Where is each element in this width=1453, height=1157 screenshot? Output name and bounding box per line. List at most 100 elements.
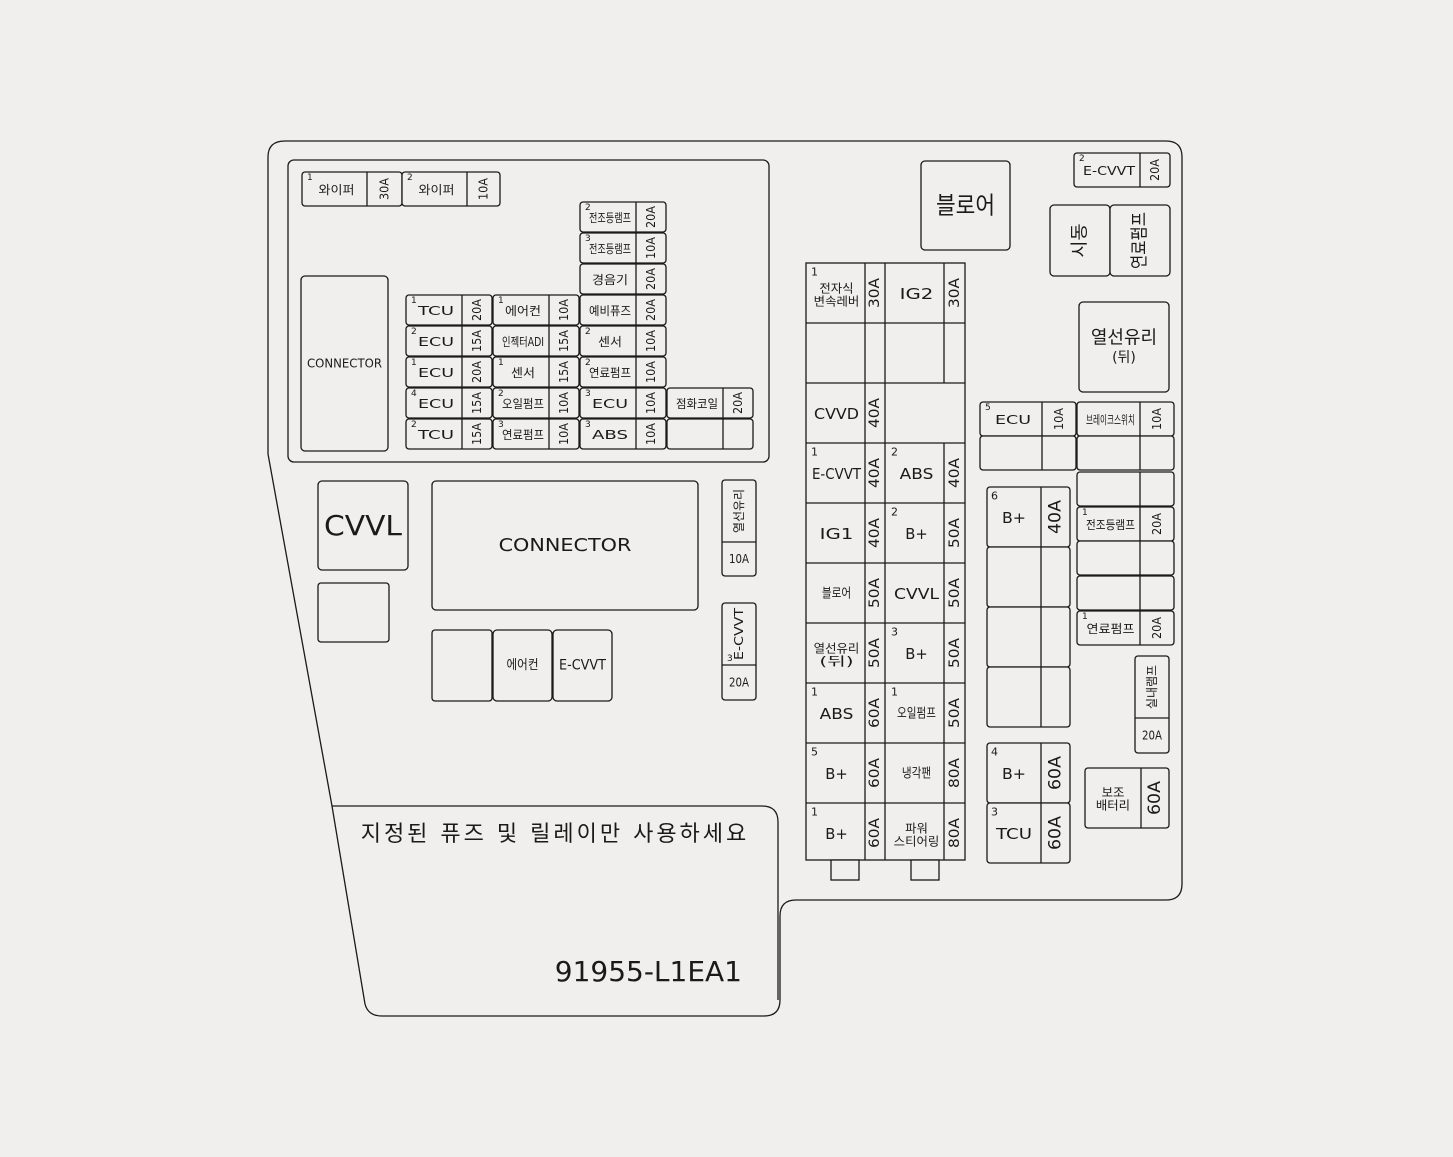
fuse-name: ECU bbox=[995, 413, 1031, 427]
fuse-amp: 20A bbox=[644, 298, 658, 321]
fuse-amp: 10A bbox=[644, 329, 658, 352]
fuse-slot bbox=[666, 387, 754, 419]
relay-slot bbox=[431, 480, 699, 611]
notice-plate bbox=[332, 805, 779, 1000]
fuse-amp: 40A bbox=[867, 398, 883, 428]
relay-start-relay: 시동 bbox=[1049, 204, 1111, 277]
fuse-name: TCU bbox=[995, 825, 1032, 843]
fuse-amp: 15A bbox=[470, 329, 484, 352]
fuse-name: 블로어 bbox=[822, 587, 851, 602]
fuse-amp: 50A bbox=[947, 518, 963, 548]
fuse-slot bbox=[492, 387, 580, 419]
fuse-amp: 20A bbox=[729, 676, 750, 690]
fuse-name: 점화코일 bbox=[676, 397, 718, 411]
relay-name: (뒤) bbox=[1112, 350, 1136, 366]
fuse-number: 1 bbox=[891, 686, 898, 699]
relay-aircon-relay: 에어컨 bbox=[492, 629, 553, 702]
fuse-number: 2 bbox=[585, 203, 591, 213]
fuse-number: 1 bbox=[1082, 508, 1088, 518]
relay-name: 에어컨 bbox=[507, 658, 539, 673]
fuse-name: E-CVVT bbox=[1083, 164, 1136, 178]
fuse-bplus4: 4B+60A bbox=[986, 742, 1071, 804]
fuse-amp: 30A bbox=[947, 278, 963, 308]
fuse-name: 전자식 bbox=[819, 282, 853, 296]
fuse-amp: 10A bbox=[1150, 407, 1164, 430]
fuse-number: 2 bbox=[585, 327, 591, 337]
fuse-number: 1 bbox=[411, 358, 417, 368]
fuse-amp: 10A bbox=[557, 422, 571, 445]
fuse-number: 2 bbox=[498, 389, 504, 399]
fuse-slot bbox=[1134, 655, 1170, 754]
relay-connector-small: CONNECTOR bbox=[300, 275, 389, 452]
fuse-amp: 15A bbox=[470, 391, 484, 414]
fuse-name: B+ bbox=[905, 525, 928, 543]
fuse-slot bbox=[721, 602, 757, 701]
fuse-slot bbox=[492, 418, 580, 450]
empty-slot bbox=[1076, 435, 1175, 471]
fuse-name: 예비퓨즈 bbox=[589, 304, 631, 318]
fuse-name: B+ bbox=[1002, 765, 1026, 783]
fuse-slot bbox=[401, 171, 501, 207]
fuse-number: 5 bbox=[811, 746, 818, 759]
fuse-name: ECU bbox=[418, 397, 454, 411]
fuse-name: 변속레버 bbox=[814, 294, 860, 308]
fuse-bplus2: 2B+50A bbox=[891, 506, 963, 549]
fuse-slot bbox=[579, 325, 667, 357]
fuse-number: 4 bbox=[991, 746, 998, 759]
empty-slot bbox=[979, 435, 1077, 471]
fuse-name: 인젝터ADI bbox=[502, 335, 544, 349]
empty-fuse-slot bbox=[986, 666, 1071, 728]
fuse-name: 스티어링 bbox=[894, 834, 940, 848]
fuse-box-housing bbox=[267, 140, 1183, 1017]
fuse-slot bbox=[405, 294, 493, 326]
empty-fuse-slot bbox=[1076, 575, 1175, 611]
relay-connector-main: CONNECTOR bbox=[431, 480, 699, 611]
fuse-name: CVVL bbox=[894, 585, 940, 603]
empty-fuse-slot bbox=[1076, 540, 1175, 576]
relay-cvvl-relay: CVVL bbox=[317, 480, 409, 571]
fuse-name: 연료펌프 bbox=[502, 428, 544, 442]
fuse-slot bbox=[579, 356, 667, 388]
fuse-amp: 60A bbox=[1145, 781, 1165, 815]
fuse-amp: 10A bbox=[557, 298, 571, 321]
fuse-name: 실내램프 bbox=[1145, 665, 1159, 709]
relay-blower-relay: 블로어 bbox=[920, 160, 1011, 251]
fuse-slot bbox=[492, 356, 580, 388]
relay-fuel-pump-relay: 연료펌프 bbox=[1109, 204, 1171, 277]
fuse-number: 2 bbox=[585, 358, 591, 368]
fuse-slot bbox=[579, 263, 667, 295]
fuse-slot bbox=[579, 418, 667, 450]
fuse-amp: 50A bbox=[867, 638, 883, 668]
fuse-amp: 40A bbox=[1046, 500, 1066, 534]
fuse-amp: 80A bbox=[947, 758, 963, 788]
empty-slot bbox=[986, 606, 1071, 668]
empty-fuse-slot bbox=[1076, 435, 1175, 471]
relay-name: 열선유리 bbox=[1091, 328, 1157, 349]
fuse-name: 열선유리 bbox=[814, 642, 860, 656]
fuse-name: CVVD bbox=[814, 405, 859, 423]
fuse-slot bbox=[1073, 152, 1171, 188]
fuse-slot bbox=[579, 387, 667, 419]
fuse-slot bbox=[1084, 767, 1170, 829]
upper-fuse-panel bbox=[287, 159, 770, 463]
fuse-name: 경음기 bbox=[592, 273, 628, 287]
fuse-number: 3 bbox=[498, 420, 504, 430]
fuse-amp: 10A bbox=[644, 236, 658, 259]
fuse-amp: 50A bbox=[947, 698, 963, 728]
